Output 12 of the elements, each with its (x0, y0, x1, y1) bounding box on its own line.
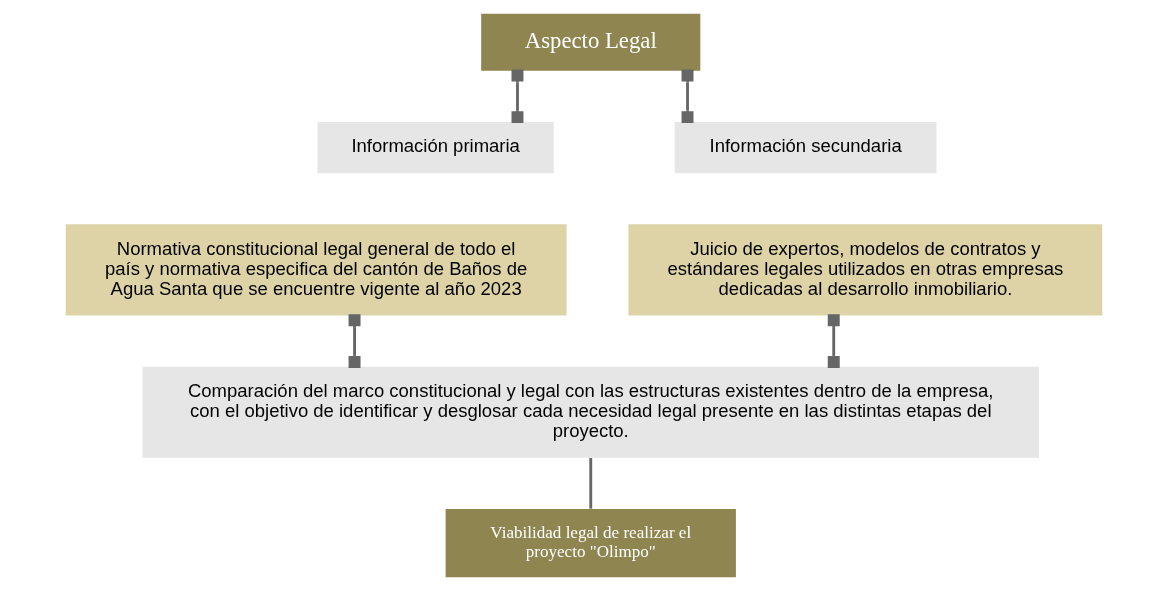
node-box: Normativa constitucional legal general de todo el país y normativa especifica del cantón de Baños de Agua Santa que se encuentre vigente al año 2023 (65, 224, 567, 316)
connector (589, 457, 593, 509)
connector (827, 314, 840, 368)
connector (681, 69, 694, 124)
node-box: Juicio de expertos, modelos de contratos y estándares legales utilizados en otras empresas dedicadas al desarrollo inmobiliario. (628, 224, 1103, 316)
node-box: Información primaria (317, 121, 554, 174)
node-box: Comparación del marco constitucional y legal con las estructuras existentes dentro de la empresa, con el objetivo de identificar y desglosar cada necesidad legal presente en las distintas etapas del proyecto. (142, 366, 1039, 458)
node-box: Aspecto Legal (481, 13, 701, 71)
node-box: Información secundaria (674, 121, 937, 174)
connector (348, 314, 361, 368)
connector (511, 69, 524, 124)
node-box: Viabilidad legal de realizar el proyecto "Olimpo" (445, 508, 736, 578)
